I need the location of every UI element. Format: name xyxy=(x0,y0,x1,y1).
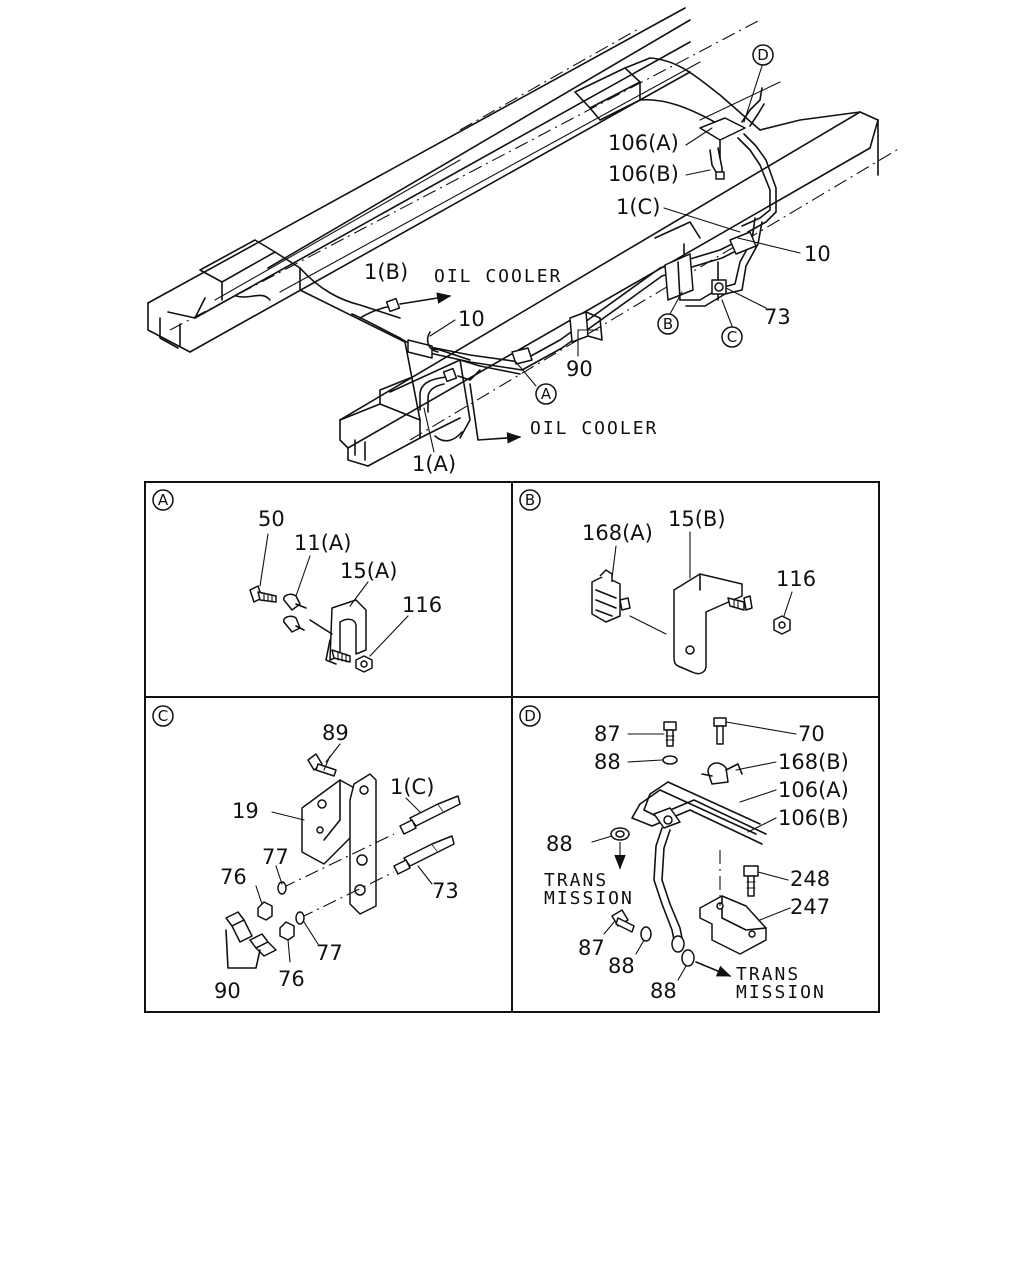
label-15b: 15(B) xyxy=(668,507,726,531)
trans-left-line1: TRANS xyxy=(544,870,608,891)
callout-C-overview: C xyxy=(721,326,743,348)
callout-D-overview: D xyxy=(752,44,774,66)
detail-a: A 50 11(A) 15(A) 116 xyxy=(152,489,442,673)
detail-c-callout: C xyxy=(158,707,168,725)
label-76-lower: 76 xyxy=(278,967,305,991)
label-116-b: 116 xyxy=(776,567,816,591)
oil-cooler-upper: OIL COOLER xyxy=(434,266,562,287)
label-87-upper: 87 xyxy=(594,722,621,746)
trans-left-line2: MISSION xyxy=(544,888,634,909)
label-88-upper: 88 xyxy=(594,750,621,774)
chassis-frame xyxy=(147,7,901,467)
label-106a: 106(A) xyxy=(608,131,679,155)
label-88-lower-left: 88 xyxy=(608,954,635,978)
oil-cooler-pipes xyxy=(351,87,777,444)
label-70: 70 xyxy=(798,722,825,746)
callout-A-overview: A xyxy=(535,383,557,405)
label-76-upper: 76 xyxy=(220,865,247,889)
label-87-lower: 87 xyxy=(578,936,605,960)
label-90-detail: 90 xyxy=(214,979,241,1003)
callout-A-text: A xyxy=(541,385,552,403)
label-1c: 1(C) xyxy=(616,195,660,219)
detail-b: B 168(A) 15(B) 116 xyxy=(519,489,816,675)
label-1a: 1(A) xyxy=(412,452,456,476)
label-11a: 11(A) xyxy=(294,531,351,555)
oil-cooler-lower: OIL COOLER xyxy=(530,418,658,439)
detail-d-callout: D xyxy=(524,707,536,725)
label-90: 90 xyxy=(566,357,593,381)
callout-B-overview: B xyxy=(657,313,679,335)
detail-c: C xyxy=(152,705,461,1003)
label-10-left: 10 xyxy=(458,307,485,331)
callout-B-text: B xyxy=(663,315,673,333)
label-1c-detail: 1(C) xyxy=(390,775,434,799)
label-89: 89 xyxy=(322,721,349,745)
label-248: 248 xyxy=(790,867,830,891)
label-77-lower: 77 xyxy=(316,941,343,965)
detail-a-callout: A xyxy=(158,491,169,509)
label-116-a: 116 xyxy=(402,593,442,617)
overview-leaders xyxy=(423,65,801,453)
label-73: 73 xyxy=(764,305,791,329)
label-19: 19 xyxy=(232,799,259,823)
callout-D-text: D xyxy=(757,46,769,64)
label-1b: 1(B) xyxy=(364,260,408,284)
label-106b: 106(B) xyxy=(608,162,679,186)
label-77-upper: 77 xyxy=(262,845,289,869)
label-50: 50 xyxy=(258,507,285,531)
label-106a-detail: 106(A) xyxy=(778,778,849,802)
trans-right-line2: MISSION xyxy=(736,982,826,1003)
label-168a: 168(A) xyxy=(582,521,653,545)
label-88-mid: 88 xyxy=(546,832,573,856)
detail-grid xyxy=(144,481,880,1013)
callout-C-text: C xyxy=(727,328,737,346)
detail-d: D xyxy=(519,705,849,1003)
label-73-detail: 73 xyxy=(432,879,459,903)
label-15a: 15(A) xyxy=(340,559,397,583)
trans-right-line1: TRANS xyxy=(736,964,800,985)
label-247: 247 xyxy=(790,895,830,919)
label-10-right: 10 xyxy=(804,242,831,266)
label-88-lower-right: 88 xyxy=(650,979,677,1003)
label-168b: 168(B) xyxy=(778,750,849,774)
label-106b-detail: 106(B) xyxy=(778,806,849,830)
detail-b-callout: B xyxy=(525,491,535,509)
